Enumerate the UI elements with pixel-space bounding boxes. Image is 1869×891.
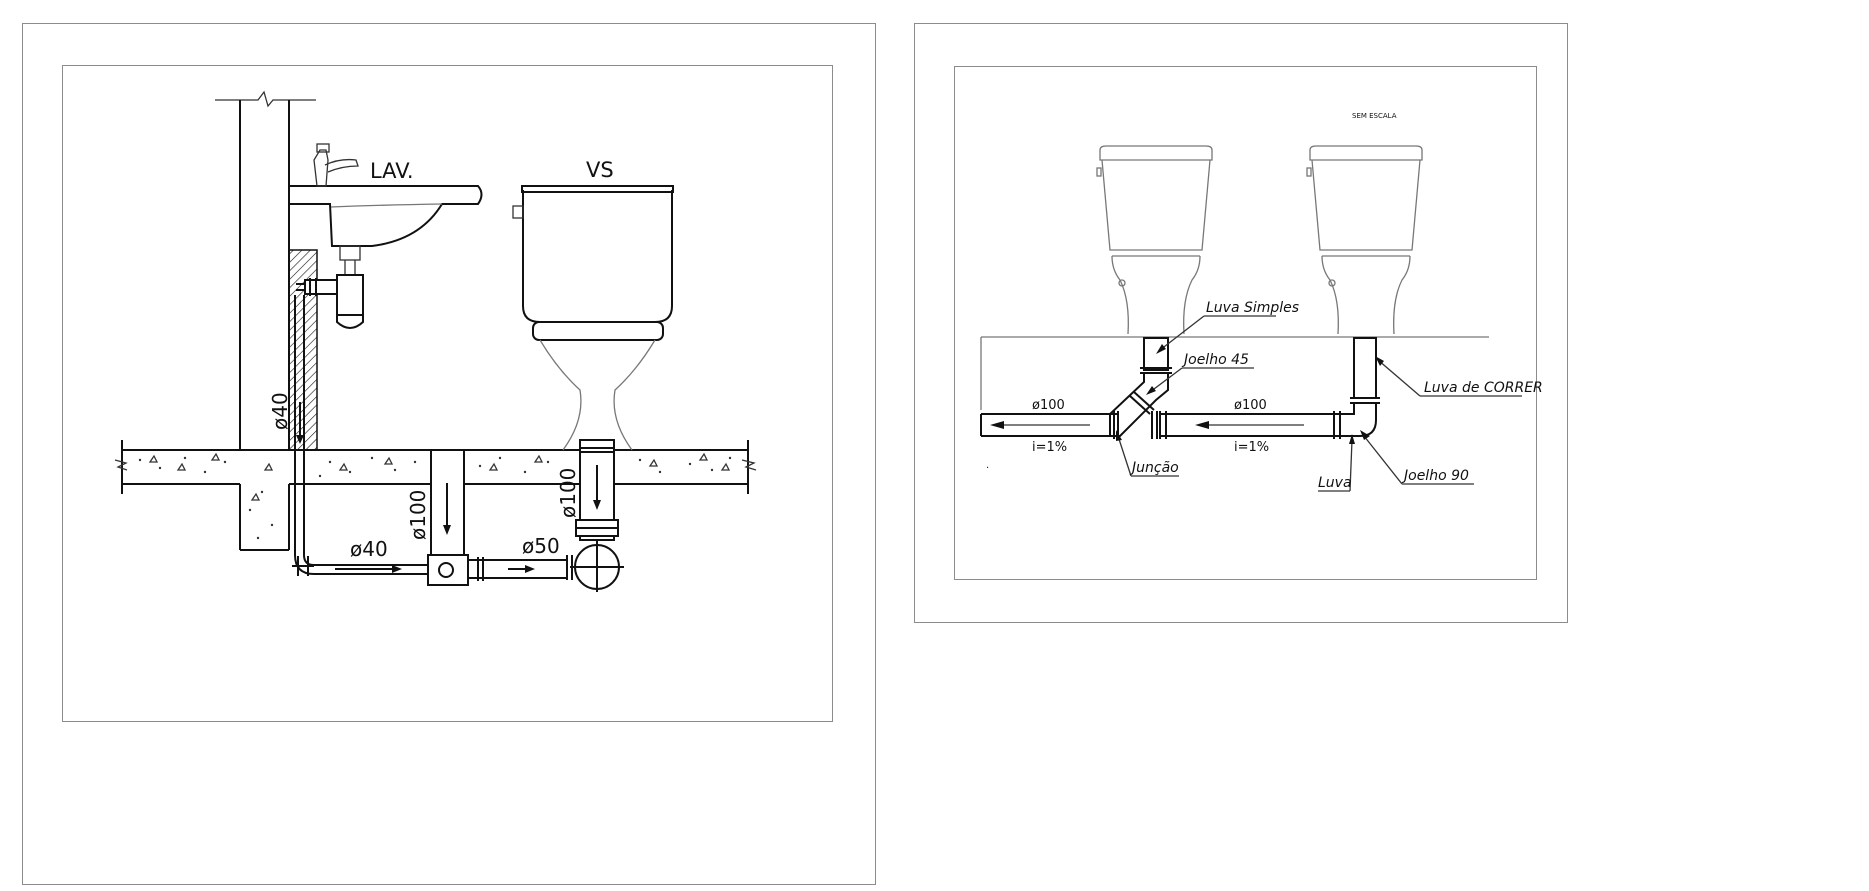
- pipe-40-label: ø40: [350, 537, 388, 561]
- horizontal-pipe-40: [292, 554, 428, 576]
- faucet: [313, 143, 359, 187]
- main-horizontal-pipe: [980, 413, 1336, 437]
- pipe-left-diameter: ø100: [1032, 398, 1065, 413]
- bottle-trap: [296, 274, 364, 329]
- pipe-50-label: ø50: [522, 534, 560, 558]
- callout-luva-simples: Luva Simples: [1206, 300, 1299, 316]
- pipe-left-slope: i=1%: [1032, 440, 1067, 455]
- junction-fitting: [1109, 337, 1172, 439]
- lavatory-basin: [289, 185, 483, 275]
- toilet-1: [1096, 145, 1213, 335]
- drain-box-100: [427, 449, 469, 586]
- lavatory-label: LAV.: [370, 159, 414, 183]
- left-drawing-frame: [62, 65, 833, 722]
- horizontal-pipe-50: [468, 557, 567, 581]
- callout-luva: Luva: [1318, 475, 1352, 491]
- riser-diameter-label: ø40: [268, 392, 292, 430]
- callout-leaders: [1116, 315, 1522, 492]
- toilet-label: VS: [586, 158, 614, 182]
- callout-joelho-45: Joelho 45: [1181, 352, 1249, 368]
- box-diameter-label: ø100: [406, 490, 430, 540]
- scale-note: SEM ESCALA: [1352, 112, 1397, 120]
- pipe-right-slope: i=1%: [1234, 440, 1269, 455]
- toilet-drain-pipe-100: [566, 439, 624, 592]
- right-riser-elbow: [1333, 337, 1380, 439]
- right-drawing-frame: [954, 66, 1537, 580]
- stray-dot: .: [986, 460, 989, 471]
- callout-juncao: Junção: [1129, 460, 1179, 476]
- pipe-right-diameter: ø100: [1234, 398, 1267, 413]
- toilet-tank: [512, 185, 674, 341]
- riser-pipe-40: [294, 295, 305, 555]
- toilet-pipe-diameter-label: ø100: [556, 468, 580, 518]
- right-sheet: [914, 23, 1568, 623]
- callout-joelho-90: Joelho 90: [1401, 468, 1469, 484]
- toilet-2: [1306, 145, 1423, 335]
- toilet-bowl: [539, 339, 656, 451]
- callout-luva-de-correr: Luva de CORRER: [1424, 380, 1543, 396]
